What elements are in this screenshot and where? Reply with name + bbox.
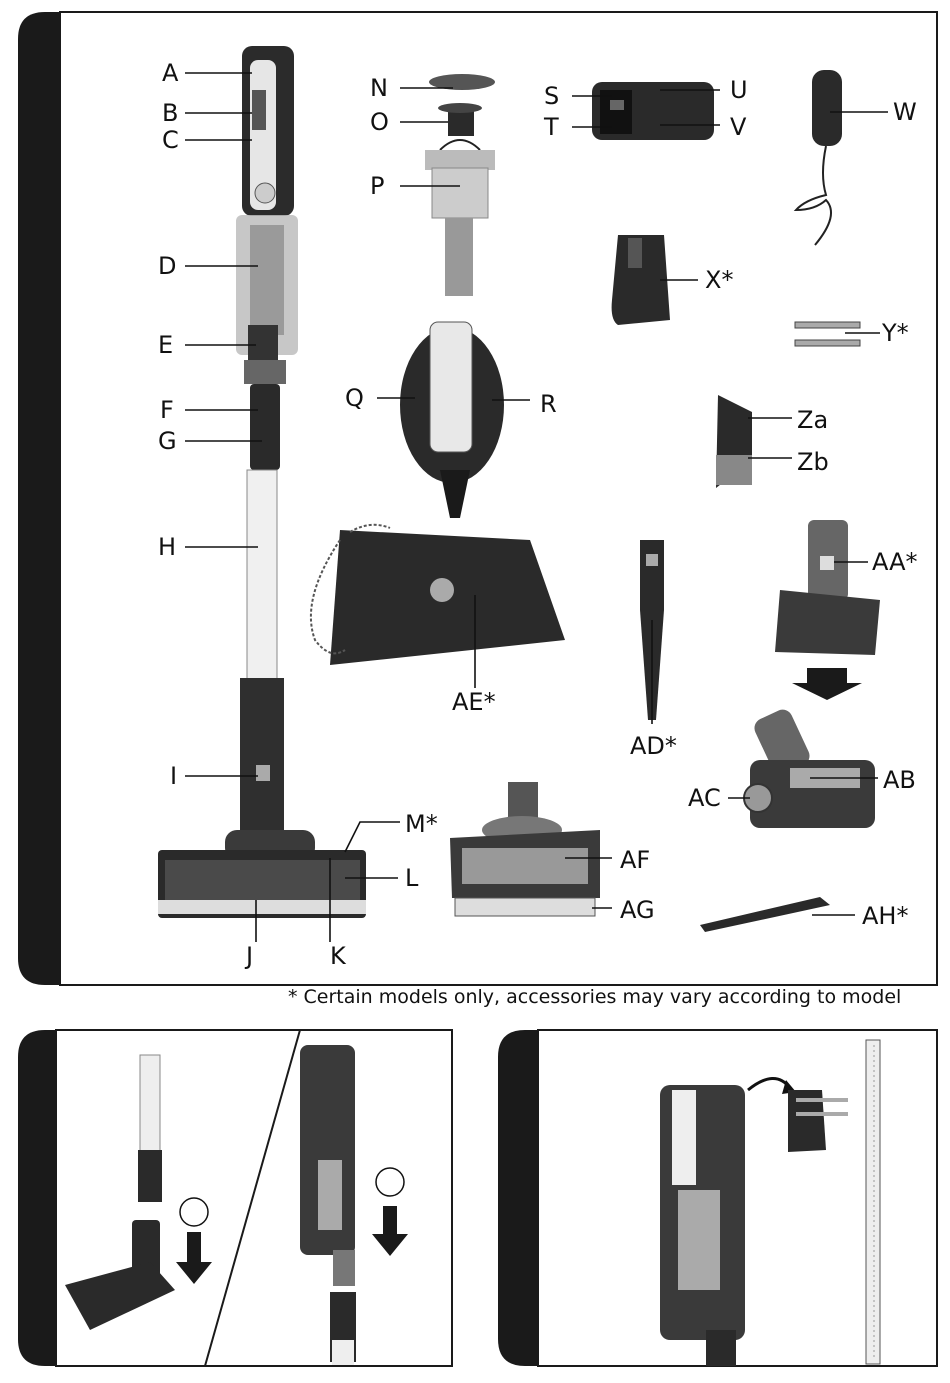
footnote: * Certain models only, accessories may v…: [288, 986, 901, 1008]
label-M: M*: [405, 812, 438, 836]
label-AG: AG: [620, 898, 655, 922]
label-R: R: [540, 392, 557, 416]
label-D: D: [158, 254, 176, 278]
label-E: E: [158, 333, 173, 357]
label-B: B: [162, 101, 178, 125]
label-W: W: [893, 100, 917, 124]
label-Q: Q: [345, 386, 364, 410]
label-X: X*: [705, 268, 733, 292]
label-T: T: [544, 115, 559, 139]
label-V: V: [730, 115, 746, 139]
label-AA: AA*: [872, 550, 918, 574]
label-O: O: [370, 110, 389, 134]
label-K: K: [330, 944, 346, 968]
label-H: H: [158, 535, 176, 559]
label-A: A: [162, 61, 178, 85]
label-U: U: [730, 78, 748, 102]
label-I: I: [170, 764, 177, 788]
label-AB: AB: [883, 768, 916, 792]
label-Za: Za: [797, 408, 828, 432]
label-P: P: [370, 174, 384, 198]
label-AH: AH*: [862, 904, 908, 928]
label-AF: AF: [620, 848, 650, 872]
label-AC: AC: [688, 786, 721, 810]
label-G: G: [158, 429, 177, 453]
label-AE: AE*: [452, 690, 496, 714]
label-F: F: [160, 398, 174, 422]
assembly-panel: [18, 1030, 452, 1366]
label-S: S: [544, 84, 559, 108]
label-C: C: [162, 128, 179, 152]
label-Zb: Zb: [797, 450, 829, 474]
label-Y: Y*: [882, 321, 909, 345]
label-N: N: [370, 76, 388, 100]
label-AD: AD*: [630, 734, 677, 758]
label-L: L: [405, 866, 418, 890]
storage-bag-illustration: [311, 525, 565, 665]
wall-mount-panel: [498, 1030, 937, 1366]
label-J: J: [246, 944, 253, 968]
